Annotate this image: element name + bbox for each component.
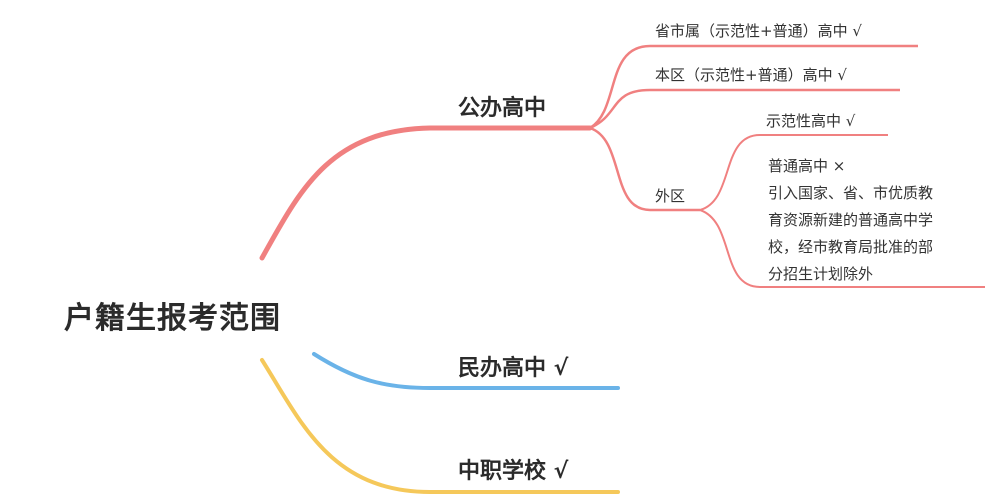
node-city-provincial-high-school[interactable]: 省市属（示范性+普通）高中 √ <box>655 22 862 40</box>
branch-private-high-school[interactable]: 民办高中 √ <box>458 356 569 381</box>
note-line: 引入国家、省、市优质教 <box>768 184 934 202</box>
node-district-high-school[interactable]: 本区（示范性+普通）高中 √ <box>655 66 847 84</box>
connector-outside-normal <box>699 209 985 288</box>
note-line: 分招生计划除外 <box>768 265 874 283</box>
node-normal-high-school-note[interactable]: 普通高中 × 引入国家、省、市优质教 育资源新建的普通高中学 校，经市教育局批准… <box>768 153 978 288</box>
note-line: 校，经市教育局批准的部 <box>768 238 934 256</box>
note-line: 育资源新建的普通高中学 <box>768 211 934 229</box>
branch-vocational-school[interactable]: 中职学校 √ <box>458 459 569 484</box>
connector-public-city <box>589 44 918 130</box>
connector-public-district <box>589 88 900 130</box>
note-line: 普通高中 × <box>768 157 846 175</box>
connector-root-private <box>312 352 620 390</box>
node-model-high-school[interactable]: 示范性高中 √ <box>766 112 856 130</box>
branch-public-high-school[interactable]: 公办高中 <box>458 96 547 121</box>
connector-root-vocational <box>260 358 620 494</box>
connector-root-public <box>259 125 593 261</box>
root-topic[interactable]: 户籍生报考范围 <box>64 301 281 336</box>
connector-public-outside <box>589 126 700 212</box>
connector-outside-model <box>699 134 888 211</box>
node-outside-district[interactable]: 外区 <box>655 187 686 205</box>
